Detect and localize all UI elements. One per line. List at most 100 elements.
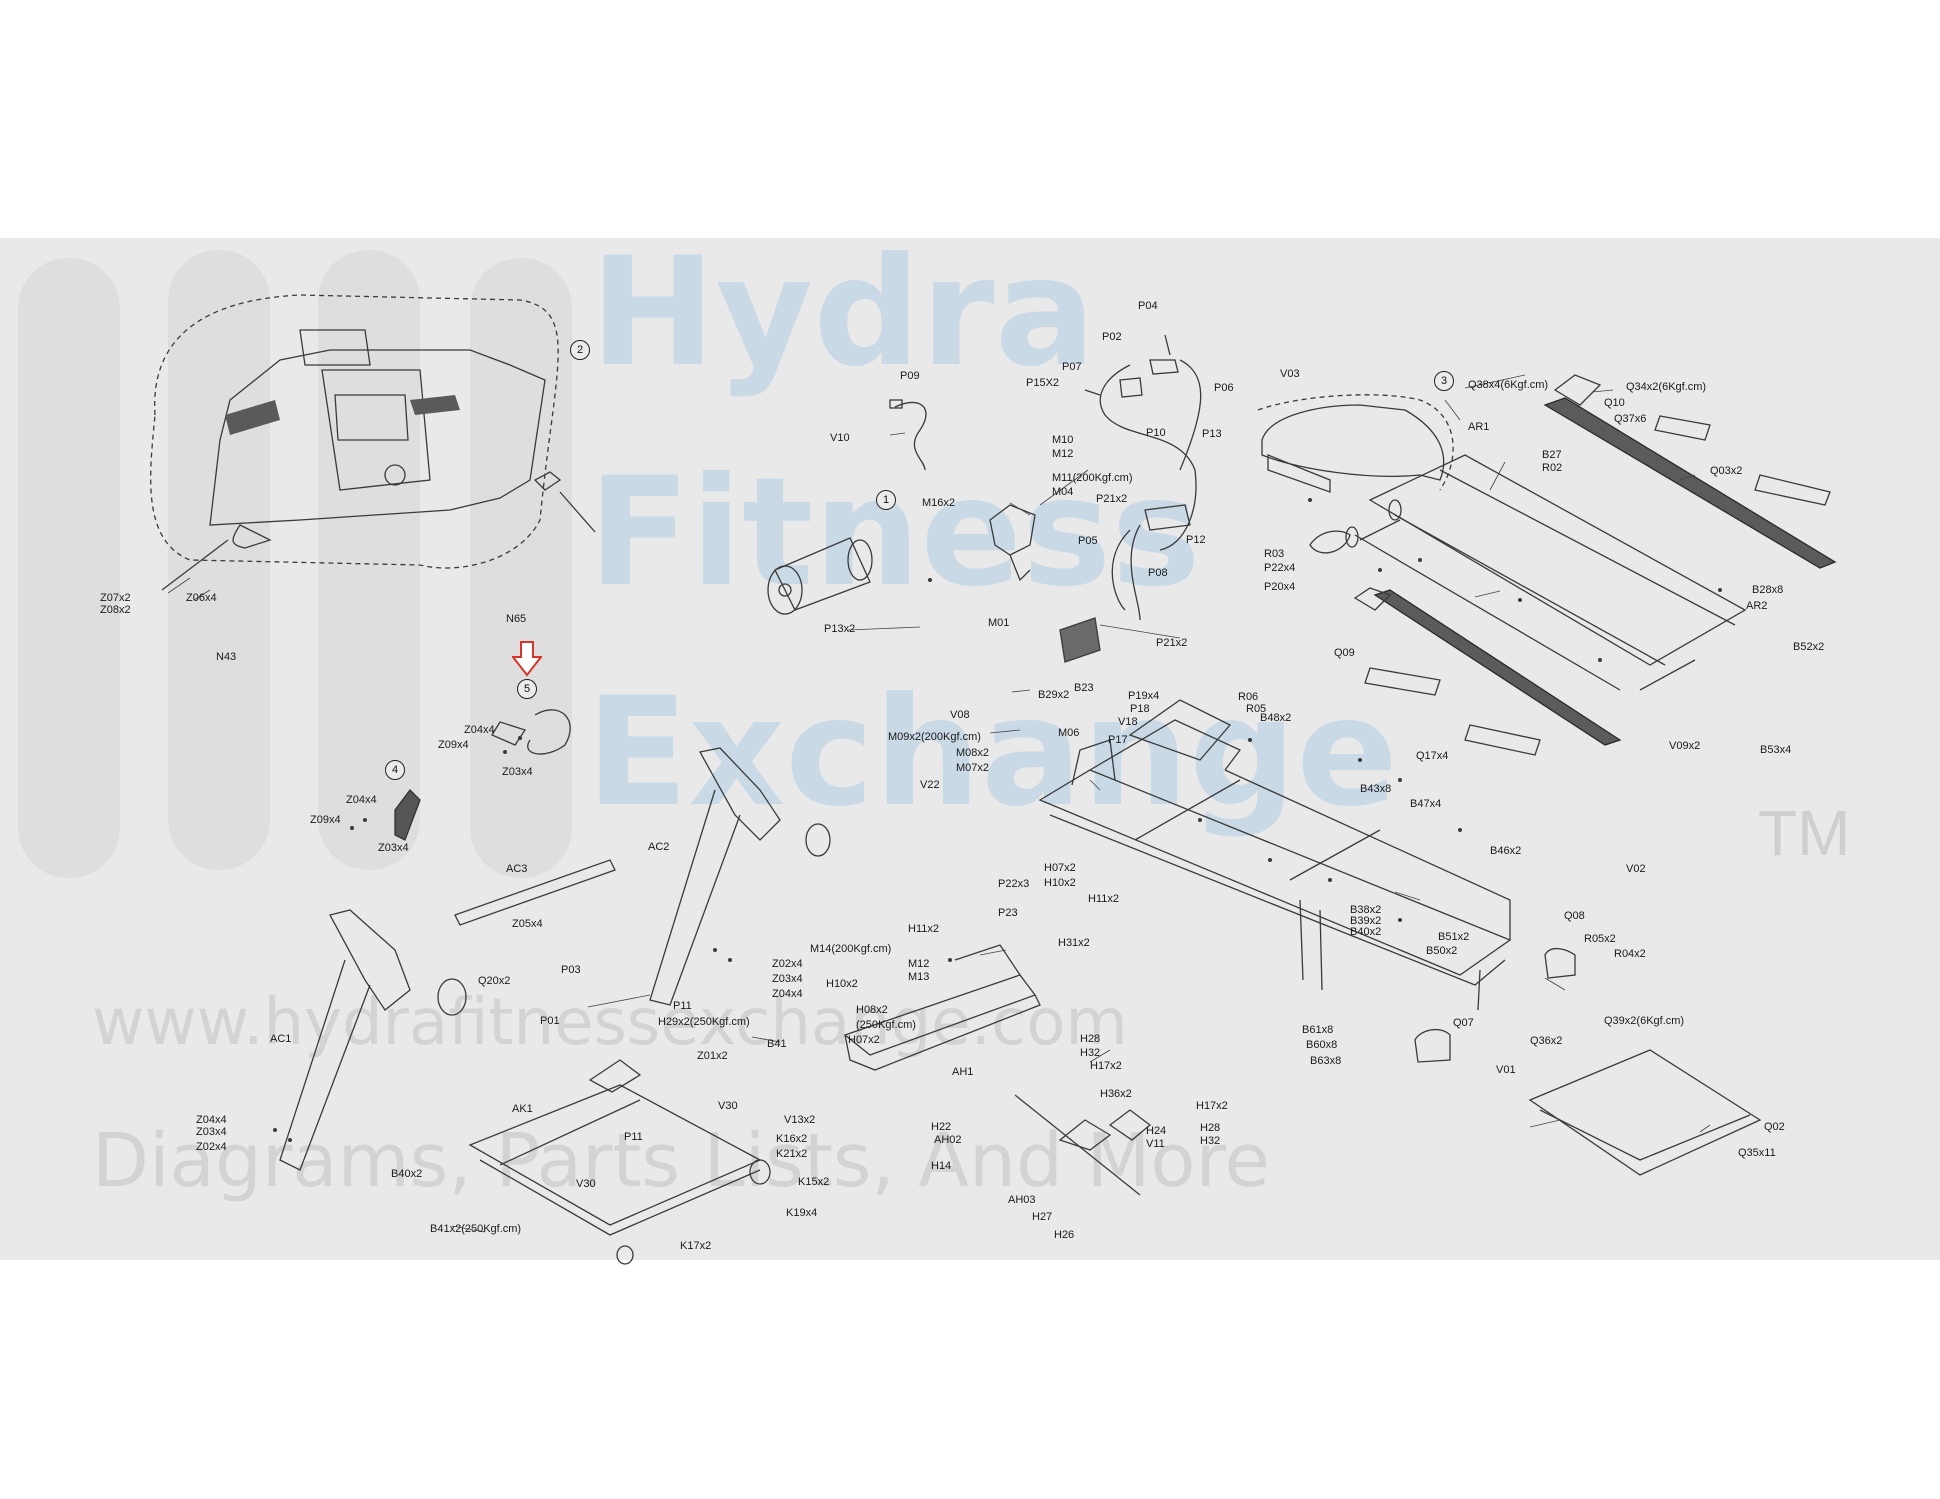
part-label: Z03x4 bbox=[772, 973, 803, 985]
part-label: H10x2 bbox=[1044, 877, 1076, 889]
part-label: P01 bbox=[540, 1015, 560, 1027]
part-label: Q34x2(6Kgf.cm) bbox=[1626, 381, 1707, 393]
part-label: M12 bbox=[1052, 448, 1074, 460]
part-label: Z08x2 bbox=[100, 604, 131, 616]
part-label: AK1 bbox=[512, 1103, 533, 1115]
part-label: B29x2 bbox=[1038, 689, 1070, 701]
part-label: H24 bbox=[1146, 1125, 1167, 1137]
part-label: V30 bbox=[576, 1178, 596, 1190]
watermark-brand-line-3: Exchange bbox=[586, 666, 1399, 840]
part-label: P11 bbox=[624, 1131, 643, 1143]
part-label: H29x2(250Kgf.cm) bbox=[658, 1016, 750, 1028]
part-label: M13 bbox=[908, 971, 930, 983]
part-label: P23 bbox=[998, 907, 1018, 919]
part-label: N43 bbox=[216, 651, 237, 663]
part-label: M07x2 bbox=[956, 762, 990, 774]
part-label: M11(200Kgf.cm) bbox=[1052, 472, 1133, 484]
part-label: Q36x2 bbox=[1530, 1035, 1563, 1047]
part-label: Z04x4 bbox=[464, 724, 495, 736]
part-label: R03 bbox=[1264, 548, 1285, 560]
part-label: P22x4 bbox=[1264, 562, 1296, 574]
part-label: AR2 bbox=[1746, 600, 1768, 612]
watermark-url: www.hydrafitnessexchange.com bbox=[92, 986, 1128, 1060]
part-label: R02 bbox=[1542, 462, 1563, 474]
part-label: M14(200Kgf.cm) bbox=[810, 943, 892, 955]
part-label: H07x2 bbox=[848, 1034, 880, 1046]
incline-frame bbox=[843, 944, 1041, 1071]
part-label: H11x2 bbox=[1088, 893, 1119, 905]
part-label: Q39x2(6Kgf.cm) bbox=[1604, 1015, 1685, 1027]
part-label: B61x8 bbox=[1302, 1024, 1334, 1036]
part-label: AC2 bbox=[648, 841, 670, 853]
highlight-arrow-icon bbox=[512, 641, 542, 677]
part-label: V22 bbox=[920, 779, 940, 791]
part-label: Q20x2 bbox=[478, 975, 511, 987]
main-frame bbox=[1038, 699, 1512, 1011]
part-label: Z03x4 bbox=[196, 1126, 227, 1138]
part-label: V08 bbox=[950, 709, 970, 721]
part-label: Z04x4 bbox=[196, 1114, 227, 1126]
part-label: K16x2 bbox=[776, 1133, 808, 1145]
part-label: Z07x2 bbox=[100, 592, 131, 604]
part-label: P13x2 bbox=[824, 623, 856, 635]
part-label: V11 bbox=[1146, 1138, 1165, 1150]
part-label: H26 bbox=[1054, 1229, 1075, 1241]
part-label: Q17x4 bbox=[1416, 750, 1449, 762]
part-label: H27 bbox=[1032, 1211, 1053, 1223]
part-label: K15x2 bbox=[798, 1176, 830, 1188]
part-label: Z02x4 bbox=[772, 958, 803, 970]
part-label: V09x2 bbox=[1669, 740, 1701, 752]
motor-assembly bbox=[767, 537, 873, 615]
part-label: B63x8 bbox=[1310, 1055, 1342, 1067]
part-label: P10 bbox=[1146, 427, 1166, 439]
part-label: P19x4 bbox=[1128, 690, 1160, 702]
part-label: V18 bbox=[1118, 716, 1138, 728]
part-label: V02 bbox=[1626, 863, 1646, 875]
part-label: P21x2 bbox=[1156, 637, 1188, 649]
part-label: H22 bbox=[931, 1121, 952, 1133]
base-frame bbox=[468, 1059, 771, 1265]
part-label: V03 bbox=[1280, 368, 1300, 380]
part-label: B47x4 bbox=[1410, 798, 1442, 810]
part-label: B28x8 bbox=[1752, 584, 1784, 596]
part-label: Z09x4 bbox=[438, 739, 469, 751]
part-label: P08 bbox=[1148, 567, 1168, 579]
part-label: B48x2 bbox=[1260, 712, 1292, 724]
console-assembly bbox=[150, 294, 596, 591]
part-label: Z06x4 bbox=[186, 592, 217, 604]
part-label: P02 bbox=[1102, 331, 1122, 343]
part-label: P22x3 bbox=[998, 878, 1030, 890]
part-label: N65 bbox=[506, 613, 527, 625]
part-label: Q07 bbox=[1453, 1017, 1474, 1029]
part-label: AC3 bbox=[506, 863, 528, 875]
part-label: P11 bbox=[673, 1000, 692, 1012]
part-label: M04 bbox=[1052, 486, 1074, 498]
watermark-brand-line-2: Fitness bbox=[588, 446, 1201, 620]
part-label: B46x2 bbox=[1490, 845, 1522, 857]
part-label: P03 bbox=[561, 964, 581, 976]
part-label: Q10 bbox=[1604, 397, 1625, 409]
part-label: H32 bbox=[1080, 1047, 1101, 1059]
part-label: M06 bbox=[1058, 727, 1080, 739]
part-label: Q38x4(6Kgf.cm) bbox=[1468, 379, 1549, 391]
watermark-brand-line-1: Hydra bbox=[590, 238, 1096, 400]
callout-5: 5 bbox=[517, 679, 537, 699]
part-label: R04x2 bbox=[1614, 948, 1646, 960]
part-label: P13 bbox=[1202, 428, 1222, 440]
part-label: H11x2 bbox=[908, 923, 939, 935]
part-label: H08x2 bbox=[856, 1004, 888, 1016]
part-label: K19x4 bbox=[786, 1207, 818, 1219]
part-label: Q02 bbox=[1764, 1121, 1785, 1133]
part-label: P15X2 bbox=[1026, 377, 1060, 389]
part-label: Z04x4 bbox=[346, 794, 377, 806]
part-label: P04 bbox=[1138, 300, 1158, 312]
part-label: H10x2 bbox=[826, 978, 858, 990]
motor-cover-assembly bbox=[1257, 394, 1454, 493]
part-label: B41 bbox=[767, 1038, 787, 1050]
part-label: P06 bbox=[1214, 382, 1234, 394]
part-label: B51x2 bbox=[1438, 931, 1470, 943]
part-label: H31x2 bbox=[1058, 937, 1090, 949]
callout-2: 2 bbox=[570, 340, 590, 360]
part-label: H17x2 bbox=[1090, 1060, 1122, 1072]
